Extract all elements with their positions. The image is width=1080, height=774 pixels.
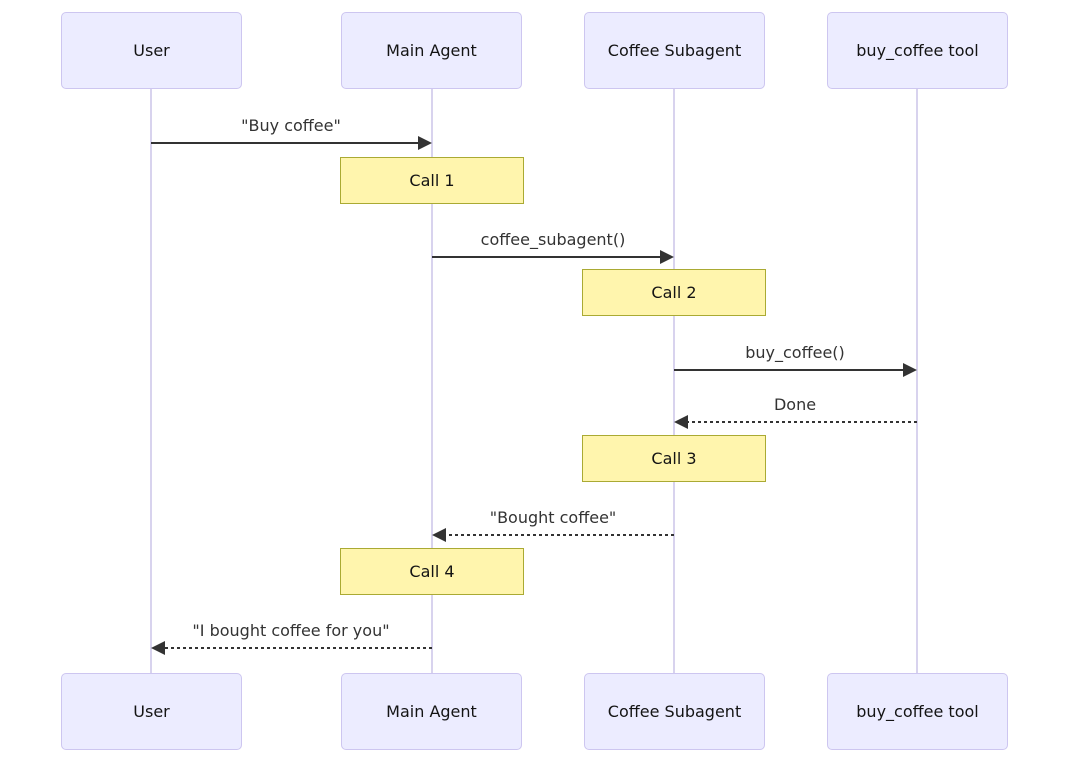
note-call-3: Call 3 (582, 435, 766, 482)
actor-bottom-main-agent: Main Agent (341, 673, 522, 750)
arrowhead-icon (432, 528, 446, 542)
message-label-bought-coffee: "Bought coffee" (489, 508, 617, 527)
lifeline-main-agent (431, 89, 433, 673)
note-label: Call 2 (651, 283, 697, 302)
arrowhead-icon (418, 136, 432, 150)
message-label-coffee-subagent-call: coffee_subagent() (480, 230, 626, 249)
actor-label: Main Agent (386, 702, 477, 721)
actor-bottom-user: User (61, 673, 242, 750)
actor-top-user: User (61, 12, 242, 89)
arrowhead-icon (903, 363, 917, 377)
lifeline-buy-coffee-tool (916, 89, 918, 673)
message-label-buy-coffee-call: buy_coffee() (745, 343, 845, 362)
actor-label: Main Agent (386, 41, 477, 60)
actor-bottom-buy-coffee-tool: buy_coffee tool (827, 673, 1008, 750)
note-label: Call 3 (651, 449, 697, 468)
note-label: Call 4 (409, 562, 455, 581)
actor-label: User (133, 702, 170, 721)
arrowhead-icon (674, 415, 688, 429)
message-label-buy-coffee: "Buy coffee" (241, 116, 341, 135)
note-call-2: Call 2 (582, 269, 766, 316)
lifeline-coffee-subagent (673, 89, 675, 673)
actor-label: buy_coffee tool (856, 702, 979, 721)
actor-bottom-coffee-subagent: Coffee Subagent (584, 673, 765, 750)
actor-top-main-agent: Main Agent (341, 12, 522, 89)
arrowhead-icon (151, 641, 165, 655)
actor-label: User (133, 41, 170, 60)
actor-label: buy_coffee tool (856, 41, 979, 60)
message-label-i-bought-coffee: "I bought coffee for you" (192, 621, 390, 640)
actor-label: Coffee Subagent (607, 41, 742, 60)
actor-label: Coffee Subagent (607, 702, 742, 721)
note-call-1: Call 1 (340, 157, 524, 204)
arrowhead-icon (660, 250, 674, 264)
note-call-4: Call 4 (340, 548, 524, 595)
message-label-done: Done (773, 395, 817, 414)
actor-top-buy-coffee-tool: buy_coffee tool (827, 12, 1008, 89)
lifeline-user (150, 89, 152, 673)
note-label: Call 1 (409, 171, 455, 190)
actor-top-coffee-subagent: Coffee Subagent (584, 12, 765, 89)
